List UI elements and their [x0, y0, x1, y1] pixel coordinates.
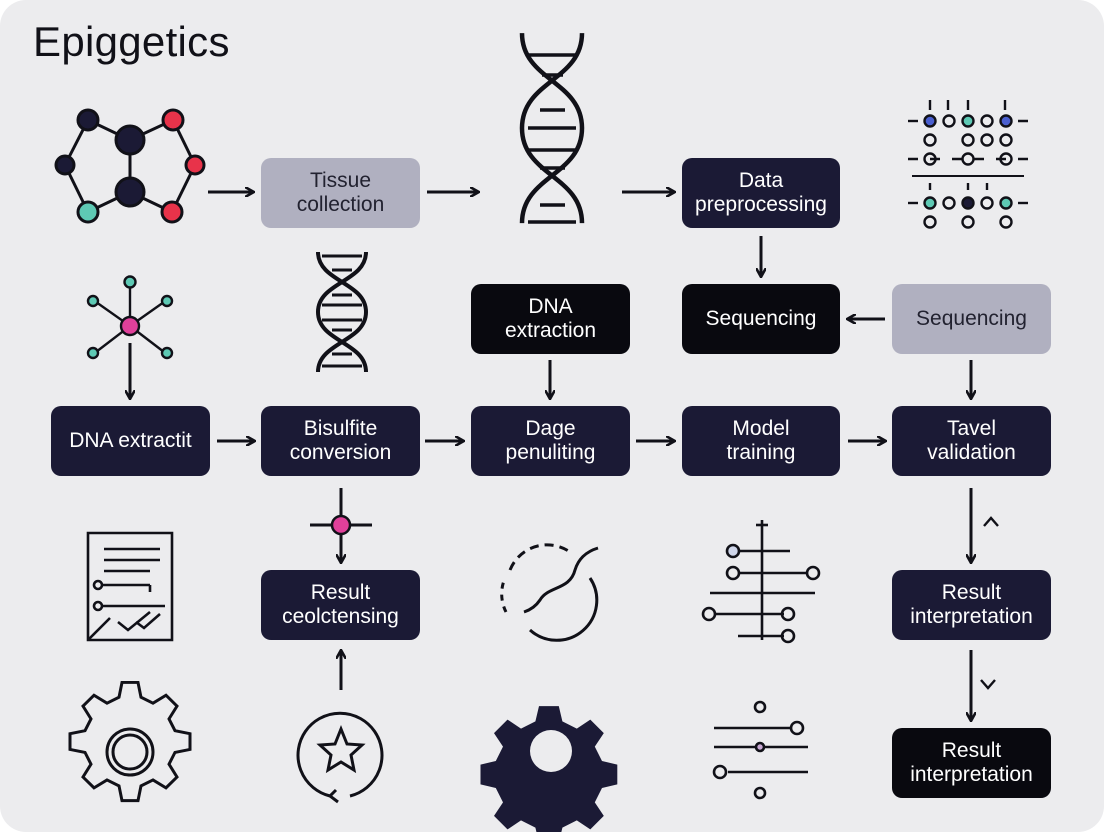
star-cycle-icon — [296, 711, 384, 804]
node-sequencing-gray[interactable]: Sequencing — [892, 284, 1051, 354]
node-model-training[interactable]: Model training — [682, 406, 840, 476]
node-result-interpretation[interactable]: Result interpretation — [892, 570, 1051, 640]
tree-branch-icon — [701, 520, 821, 644]
molecule-network-icon — [54, 108, 206, 224]
junction-dot — [330, 514, 352, 536]
dot-matrix-icon — [908, 100, 1028, 229]
node-dna-extractit[interactable]: DNA extractit — [51, 406, 210, 476]
hub-network-icon — [86, 275, 174, 360]
node-dna-extraction[interactable]: DNA extraction — [471, 284, 630, 354]
node-data-preprocessing[interactable]: Data preprocessing — [682, 158, 840, 228]
circle-curve-icon — [500, 543, 599, 642]
node-result-ceolctensing[interactable]: Result ceolctensing — [261, 570, 420, 640]
slider-lines-icon — [712, 700, 808, 800]
node-dage-penuliting[interactable]: Dage penuliting — [471, 406, 630, 476]
dna-helix-icon — [519, 33, 585, 224]
gear-outline-icon — [68, 680, 192, 803]
dna-helix-small-icon — [315, 251, 369, 373]
node-sequencing[interactable]: Sequencing — [682, 284, 840, 354]
page-title: Epiggetics — [33, 18, 230, 65]
node-tissue-collection[interactable]: Tissue collection — [261, 158, 420, 228]
small-chevrons — [980, 516, 999, 690]
node-tavel-validation[interactable]: Tavel validation — [892, 406, 1051, 476]
gear-solid-icon — [480, 706, 618, 832]
node-bisulfite-conversion[interactable]: Bisulfite conversion — [261, 406, 420, 476]
document-checklist-icon — [86, 531, 174, 642]
node-result-interpretation-final[interactable]: Result interpretation — [892, 728, 1051, 798]
